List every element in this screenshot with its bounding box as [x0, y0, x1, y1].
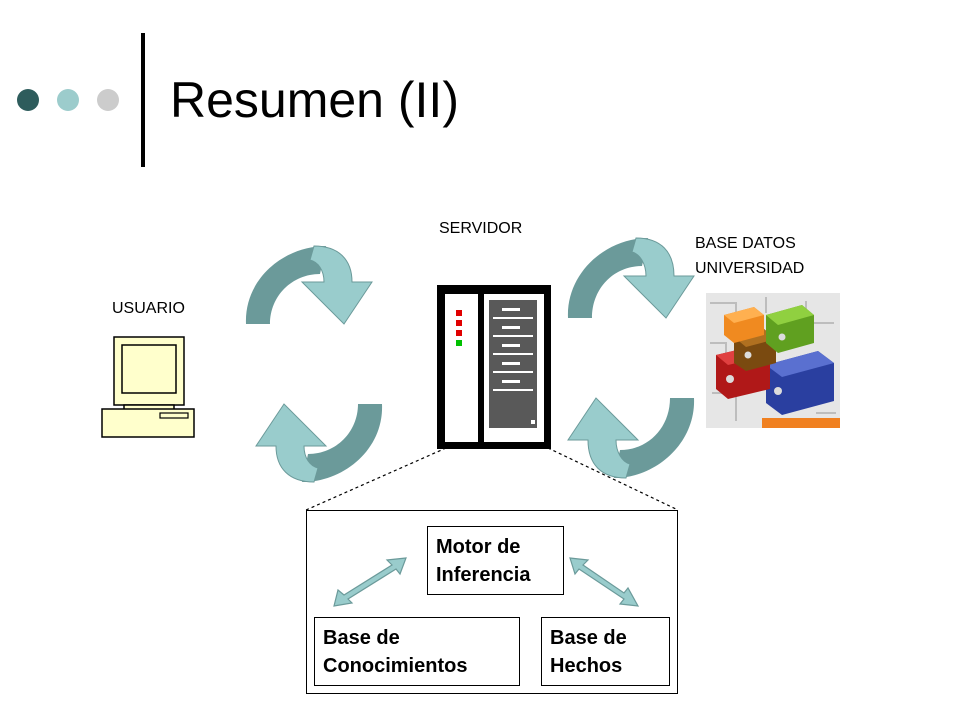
servidor-label: SERVIDOR: [439, 220, 523, 237]
curved-arrow-right-bottom-icon: [567, 397, 695, 479]
server-icon: [437, 285, 551, 449]
base-hechos-box: Base de Hechos: [541, 617, 670, 686]
double-arrow-left-icon: [333, 557, 407, 607]
database-cabinet-icon: [706, 293, 840, 428]
base-datos-label-line1: BASE DATOS: [695, 235, 796, 252]
curved-arrow-left-top-icon: [245, 245, 373, 325]
base-conocimientos-box: Base de Conocimientos: [314, 617, 520, 686]
base-conocimientos-line1: Base de: [323, 627, 400, 649]
title-divider: [141, 33, 145, 167]
usuario-label: USUARIO: [112, 300, 185, 317]
base-hechos-line1: Base de: [550, 627, 627, 649]
curved-arrow-right-top-icon: [567, 237, 695, 319]
bullet-dot-grey: [97, 89, 119, 111]
curved-arrow-left-bottom-icon: [255, 403, 383, 483]
double-arrow-right-icon: [569, 557, 640, 607]
motor-inferencia-box: Motor de Inferencia: [427, 526, 564, 595]
base-hechos-line2: Hechos: [550, 655, 623, 677]
base-datos-label-line2: UNIVERSIDAD: [695, 260, 805, 277]
computer-icon: [101, 336, 195, 438]
bullet-dot-light: [57, 89, 79, 111]
motor-inferencia-line2: Inferencia: [436, 564, 531, 586]
expert-system-panel: [306, 510, 678, 694]
motor-inferencia-line1: Motor de: [436, 536, 521, 558]
base-conocimientos-line2: Conocimientos: [323, 655, 468, 677]
slide-title: Resumen (II): [170, 72, 459, 128]
bullet-dot-dark: [17, 89, 39, 111]
